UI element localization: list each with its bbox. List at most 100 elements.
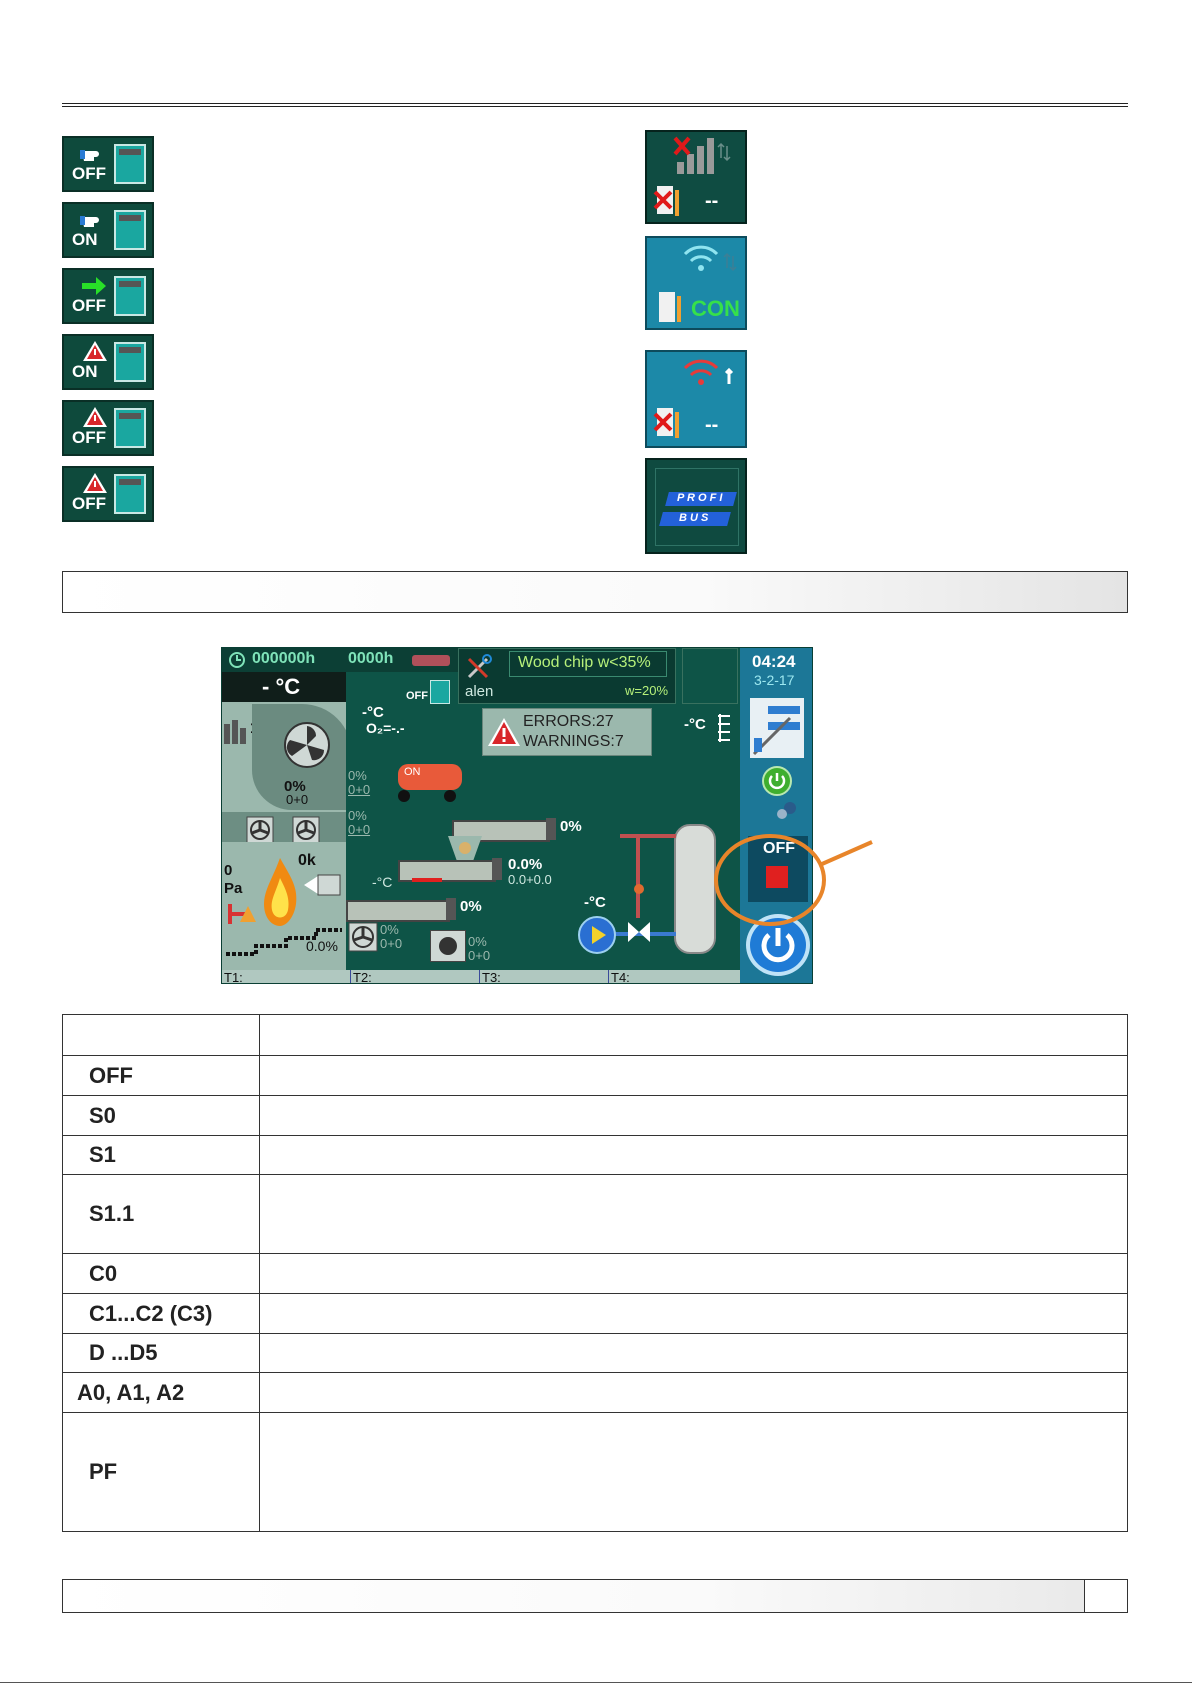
menu-button[interactable] [750, 698, 804, 758]
power-icon [768, 773, 786, 790]
off-status-label: OFF [763, 840, 795, 857]
panel-icon [114, 144, 146, 184]
fuel-info-panel[interactable]: Wood chip w<35% alen w=20% [458, 648, 676, 704]
table-row: A0, A1, A2 [62, 1372, 1128, 1413]
tools-icon [467, 654, 492, 679]
header-rule [62, 103, 1128, 107]
fan-section: 1 0% 0+0 [222, 702, 352, 867]
icon-wifi-connected: CON [645, 236, 747, 330]
arrow-right-icon [82, 277, 106, 295]
status-dash: -- [705, 190, 719, 212]
status-code: S1 [62, 1135, 260, 1175]
compressor-state: ON [404, 766, 421, 778]
header-cell [62, 1014, 260, 1056]
icon-manual-off: OFF [62, 136, 154, 192]
panel-icon [430, 680, 450, 704]
tab-t4[interactable]: T4: [609, 970, 740, 983]
signal-bars-icon [673, 136, 731, 174]
icon-warning-off-2: OFF [62, 466, 154, 522]
section-heading-bar [62, 571, 1128, 613]
icon-wifi-disconnected: -- [645, 350, 747, 448]
tab-strip: T1: T2: T3: T4: [222, 970, 740, 984]
boiler-icon [224, 720, 246, 744]
tab-label: T3: [482, 970, 501, 984]
disconnected-server-icon [653, 186, 679, 216]
panel-icon [114, 276, 146, 316]
auger-top-pct: 0% [560, 818, 582, 835]
temp-sensor-bar [412, 878, 442, 882]
gears-icon [777, 802, 796, 819]
status-dash: -- [705, 414, 719, 436]
reset-badge[interactable] [412, 655, 450, 666]
igniter-icon [228, 904, 256, 924]
tab-t2[interactable]: T2: [351, 970, 480, 983]
stop-icon [766, 866, 788, 888]
settings-sliders-icon [752, 706, 800, 756]
auger-motor [546, 818, 556, 840]
wifi-icon [683, 245, 737, 272]
buffer-tank [674, 824, 716, 954]
pressure-value: 0 [224, 862, 233, 879]
fan-icon [292, 816, 320, 844]
tab-t3[interactable]: T3: [480, 970, 609, 984]
status-code: S0 [62, 1095, 260, 1136]
pump-temp: -°C [584, 894, 606, 911]
table-row: S0 [62, 1095, 1128, 1136]
user-name: alen [465, 683, 494, 700]
hours-counter-2: 0000h [348, 650, 394, 667]
fan-percent: 0% [284, 778, 306, 795]
table-row: C1...C2 (C3) [62, 1293, 1128, 1334]
right-sidebar: 04:24 3-2-17 OFF [740, 648, 812, 983]
damper-b-pct: 0% [348, 808, 367, 823]
wifi-off-icon [683, 359, 734, 385]
auger-mid-sum: 0.0+0.0 [508, 872, 552, 887]
status-desc [259, 1055, 1128, 1096]
status-code: C1...C2 (C3) [62, 1293, 260, 1334]
fan-sum: 0+0 [286, 792, 309, 807]
damper-column: 0% 0+0 0% 0+0 [346, 702, 376, 867]
wheel-icon [444, 790, 456, 802]
errors-box[interactable]: ERRORS:27 WARNINGS:7 [482, 708, 652, 756]
icon-profibus: P R O F I B U S [645, 458, 747, 554]
damper-a-pct: 0% [348, 768, 367, 783]
status-desc [259, 1333, 1128, 1373]
icon-label: ON [72, 230, 98, 249]
profibus-text: P R O F I [677, 492, 723, 504]
damper-b-sum: 0+0 [348, 822, 371, 837]
status-desc [259, 1095, 1128, 1136]
moisture-value: w=20% [625, 683, 668, 698]
hours-bar: 000000h 0000h [222, 648, 458, 672]
status-code: PF [62, 1412, 260, 1532]
panel-icon [114, 408, 146, 448]
icon-label: OFF [72, 494, 106, 513]
status-code: OFF [62, 1055, 260, 1096]
oxygen-value: O₂=-.- [366, 720, 405, 736]
burner-fan-icon [304, 874, 341, 896]
ok-label: 0k [298, 852, 316, 869]
ash-drum-icon [439, 937, 457, 955]
power-small-button[interactable] [762, 766, 792, 796]
icon-label: OFF [72, 428, 106, 447]
grate-percent: 0.0% [306, 938, 338, 954]
table-row: PF [62, 1412, 1128, 1532]
icon-warning-on: ON [62, 334, 154, 390]
tab-t1[interactable]: T1: [222, 970, 351, 983]
auger-lower [346, 900, 450, 922]
manual-off-mini[interactable]: OFF [406, 678, 452, 704]
auger-motor [492, 858, 502, 880]
table-row: D ...D5 [62, 1333, 1128, 1373]
table-row: OFF [62, 1055, 1128, 1096]
table-row: S1.1 [62, 1174, 1128, 1254]
auger-temp: -°C [372, 874, 393, 890]
auger-low-pct: 0% [460, 898, 482, 915]
status-desc [259, 1293, 1128, 1334]
fan-icon [348, 922, 378, 952]
icon-label: ON [72, 362, 98, 381]
profibus-text: B U S [679, 512, 709, 524]
radiator-icon [718, 714, 730, 742]
icon-no-signal: -- [645, 130, 747, 224]
status-off-box: OFF [748, 836, 808, 902]
auger-motor [446, 898, 456, 920]
warning-icon [83, 341, 107, 361]
valve-icon [628, 922, 650, 942]
